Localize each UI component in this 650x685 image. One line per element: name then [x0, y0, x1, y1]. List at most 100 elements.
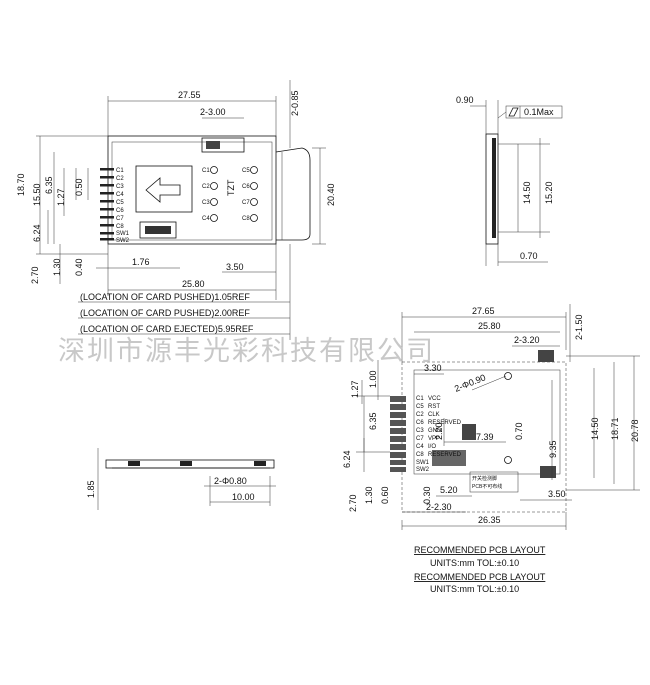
pcb-pads [390, 396, 406, 472]
contact-label: C1 [202, 168, 210, 174]
pin-label: C6 [116, 208, 124, 214]
contact-pads [210, 166, 258, 222]
connector-inner-outline [111, 141, 273, 241]
dim-pcb-624: 6.24 [342, 450, 352, 468]
location-pushed-2: (LOCATION OF CARD PUSHED)2.00REF [80, 308, 250, 318]
dim-pcb-pad: 2-3.20 [514, 335, 540, 345]
dim-pcb-739: 7.39 [476, 432, 494, 442]
pcb-note-box [469, 471, 519, 493]
dim-pcb-width-body: 25.80 [478, 321, 501, 331]
dim-span-inner: 14.50 [522, 181, 532, 204]
front-view: 1.85 2-Φ0.80 10.00 [86, 448, 276, 510]
pcb-pin-label: C2 [416, 412, 424, 418]
pcb-pin-label: C8 [416, 452, 424, 458]
pcb-pad-mid [462, 424, 476, 440]
arrow-window [135, 165, 193, 213]
dim-pcb-width-overall: 27.65 [472, 306, 495, 316]
contact-label: C7 [242, 200, 250, 206]
pcb-layout: 2-Φ0.90 C1 C5 C2 C6 C3 C7 C4 C8 SW1 SW2 … [342, 304, 640, 530]
caption-units: UNITS:mm TOL:±0.10 [430, 584, 519, 594]
pcb-signal-label: VPP [428, 436, 440, 442]
pcb-pad-top [538, 350, 554, 362]
dim-pcb-060: 0.60 [380, 486, 390, 504]
dim-pin-span: 6.35 [44, 176, 54, 194]
pcb-pin-label: C1 [416, 396, 424, 402]
front-post [180, 461, 192, 466]
pcb-signal-label: CLK [428, 412, 440, 418]
dim-span-outer: 15.20 [544, 181, 554, 204]
pcb-signal-label: RESERVED [428, 452, 462, 458]
dim-pcb-270: 2.70 [348, 494, 358, 512]
pin-label: C3 [116, 184, 124, 190]
pin-label: C7 [116, 216, 124, 222]
dim-pin-pitch: 1.27 [56, 188, 66, 206]
contact-label: C4 [202, 216, 210, 222]
dim-pcb-935: 9.35 [548, 440, 558, 458]
dim-bottom-a: 1.30 [52, 258, 62, 276]
contact-label: C8 [242, 216, 250, 222]
pcb-hole [504, 456, 512, 464]
dim-pcb-1450: 14.50 [590, 417, 600, 440]
watermark: 深圳市源丰光彩科技有限公司 [58, 336, 435, 367]
pcb-keepout-area [432, 450, 466, 466]
top-view: C1 C5 C2 C6 C3 C7 C4 C8 TZT C1 C2 C3 C4 … [16, 80, 336, 340]
contact-label: C3 [202, 200, 210, 206]
contact-label: C2 [202, 184, 210, 190]
pcb-pin-label: C6 [416, 420, 424, 426]
pin-label: C4 [116, 192, 124, 198]
insert-arrow-icon [145, 177, 181, 203]
pcb-signal-label: RST [428, 404, 440, 410]
dim-foot-offset: 1.76 [132, 257, 150, 267]
dim-pcb-635: 6.35 [368, 412, 378, 430]
pcb-note: 开关检测脚 [472, 475, 497, 482]
flatness-icon [508, 107, 519, 117]
side-profile [485, 133, 499, 245]
dim-bottom-b: 0.40 [74, 258, 84, 276]
dim-pcb-1871: 18.71 [610, 417, 620, 440]
caption-units: UNITS:mm TOL:±0.10 [430, 558, 519, 568]
dim-pcb-130: 1.30 [364, 486, 374, 504]
dim-pcb-pitch: 1.27 [350, 380, 360, 398]
pin-label: C1 [116, 168, 124, 174]
dim-height-overall: 18.70 [16, 173, 26, 196]
dim-tray-offset: 2-0.85 [290, 90, 300, 116]
pin-label: C8 [116, 224, 124, 230]
front-post [128, 461, 140, 466]
caption-title: RECOMMENDED PCB LAYOUT [414, 545, 546, 555]
top-slot [201, 137, 245, 153]
dim-height-total: 20.40 [326, 183, 336, 206]
dim-bottom-offset: 2.70 [30, 266, 40, 284]
caption-title: RECOMMENDED PCB LAYOUT [414, 572, 546, 582]
dim-pcb-220: 2.20 [434, 422, 444, 440]
pcb-hole [504, 372, 512, 380]
contact-label: C6 [242, 184, 250, 190]
location-ejected: (LOCATION OF CARD EJECTED)5.95REF [80, 324, 254, 334]
dim-pcb-330: 3.30 [424, 363, 442, 373]
pcb-pin-label: C4 [416, 444, 424, 450]
dim-pcb-520: 5.20 [440, 485, 458, 495]
dim-width-overall: 27.55 [178, 90, 201, 100]
pcb-pin-label: SW1 [416, 460, 430, 466]
dim-pcb-pad-offset: 2-1.50 [574, 314, 584, 340]
contact-label: C5 [242, 168, 250, 174]
dim-pcb-width-bottom: 26.35 [478, 515, 501, 525]
pcb-pin-label: SW2 [416, 467, 430, 473]
connector-body [107, 135, 277, 245]
pcb-pin-label: C5 [416, 404, 424, 410]
pcb-signal-label: GND [428, 428, 442, 434]
dim-pcb-030: 0.30 [422, 486, 432, 504]
dim-thickness: 0.90 [456, 95, 474, 105]
front-post [254, 461, 266, 466]
pcb-signal-label: VCC [428, 396, 441, 402]
switch-block [145, 226, 171, 234]
pcb-signal-label: I/O [428, 444, 436, 450]
dim-foot-right: 3.50 [226, 262, 244, 272]
dim-lead: 0.70 [520, 251, 538, 261]
pcb-note: PCB不可布线 [472, 483, 502, 490]
dim-height-body: 15.50 [32, 183, 42, 206]
dim-pcb-070: 0.70 [514, 422, 524, 440]
side-view: 0.90 0.1Max 14.50 15.20 0.70 [456, 95, 563, 266]
pin-label: SW1 [116, 231, 130, 237]
